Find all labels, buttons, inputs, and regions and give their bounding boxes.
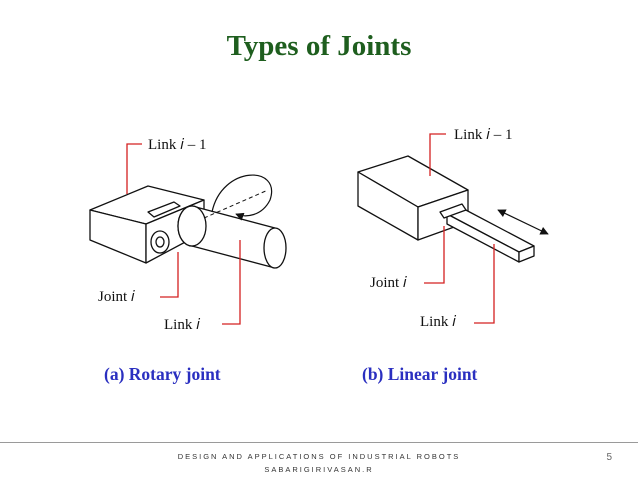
footer-author: SABARIGIRIVASAN.R (264, 465, 374, 474)
rotation-arrow (211, 174, 273, 221)
label-link-prev-rotary: Link 𝑖 – 1 (148, 137, 207, 153)
block-opening (439, 203, 467, 219)
slider-end-face (518, 245, 535, 263)
leader-link-prev-linear (429, 133, 446, 176)
rotary-leaders (126, 143, 241, 325)
leader-joint-linear (424, 226, 445, 284)
footer-course-title: DESIGN AND APPLICATIONS OF INDUSTRIAL RO… (177, 452, 461, 461)
footer-divider (0, 442, 638, 443)
rotary-joint-figure (89, 174, 287, 269)
linear-motion-arrow (497, 209, 549, 235)
caption-rotary: (a) Rotary joint (104, 364, 221, 384)
label-joint-rotary: Joint 𝑖 (98, 289, 135, 305)
leader-link-rotary (222, 240, 241, 325)
label-joint-linear: Joint 𝑖 (370, 275, 407, 291)
leader-link-linear (474, 244, 495, 324)
linear-joint-figure (357, 155, 535, 263)
clevis-slot (147, 201, 181, 218)
caption-linear: (b) Linear joint (362, 364, 478, 384)
linear-leaders (424, 133, 495, 324)
leader-joint-rotary (160, 252, 179, 298)
rotary-link-rod (192, 206, 275, 268)
slide-title: Types of Joints (226, 30, 412, 62)
rod-end (263, 227, 287, 269)
page-number: 5 (606, 452, 612, 463)
leader-link-prev-rotary (126, 143, 142, 194)
label-link-linear: Link 𝑖 (420, 314, 456, 330)
rotation-axis (203, 189, 269, 219)
label-link-rotary: Link 𝑖 (164, 317, 200, 333)
label-link-prev-linear: Link 𝑖 – 1 (454, 127, 513, 143)
